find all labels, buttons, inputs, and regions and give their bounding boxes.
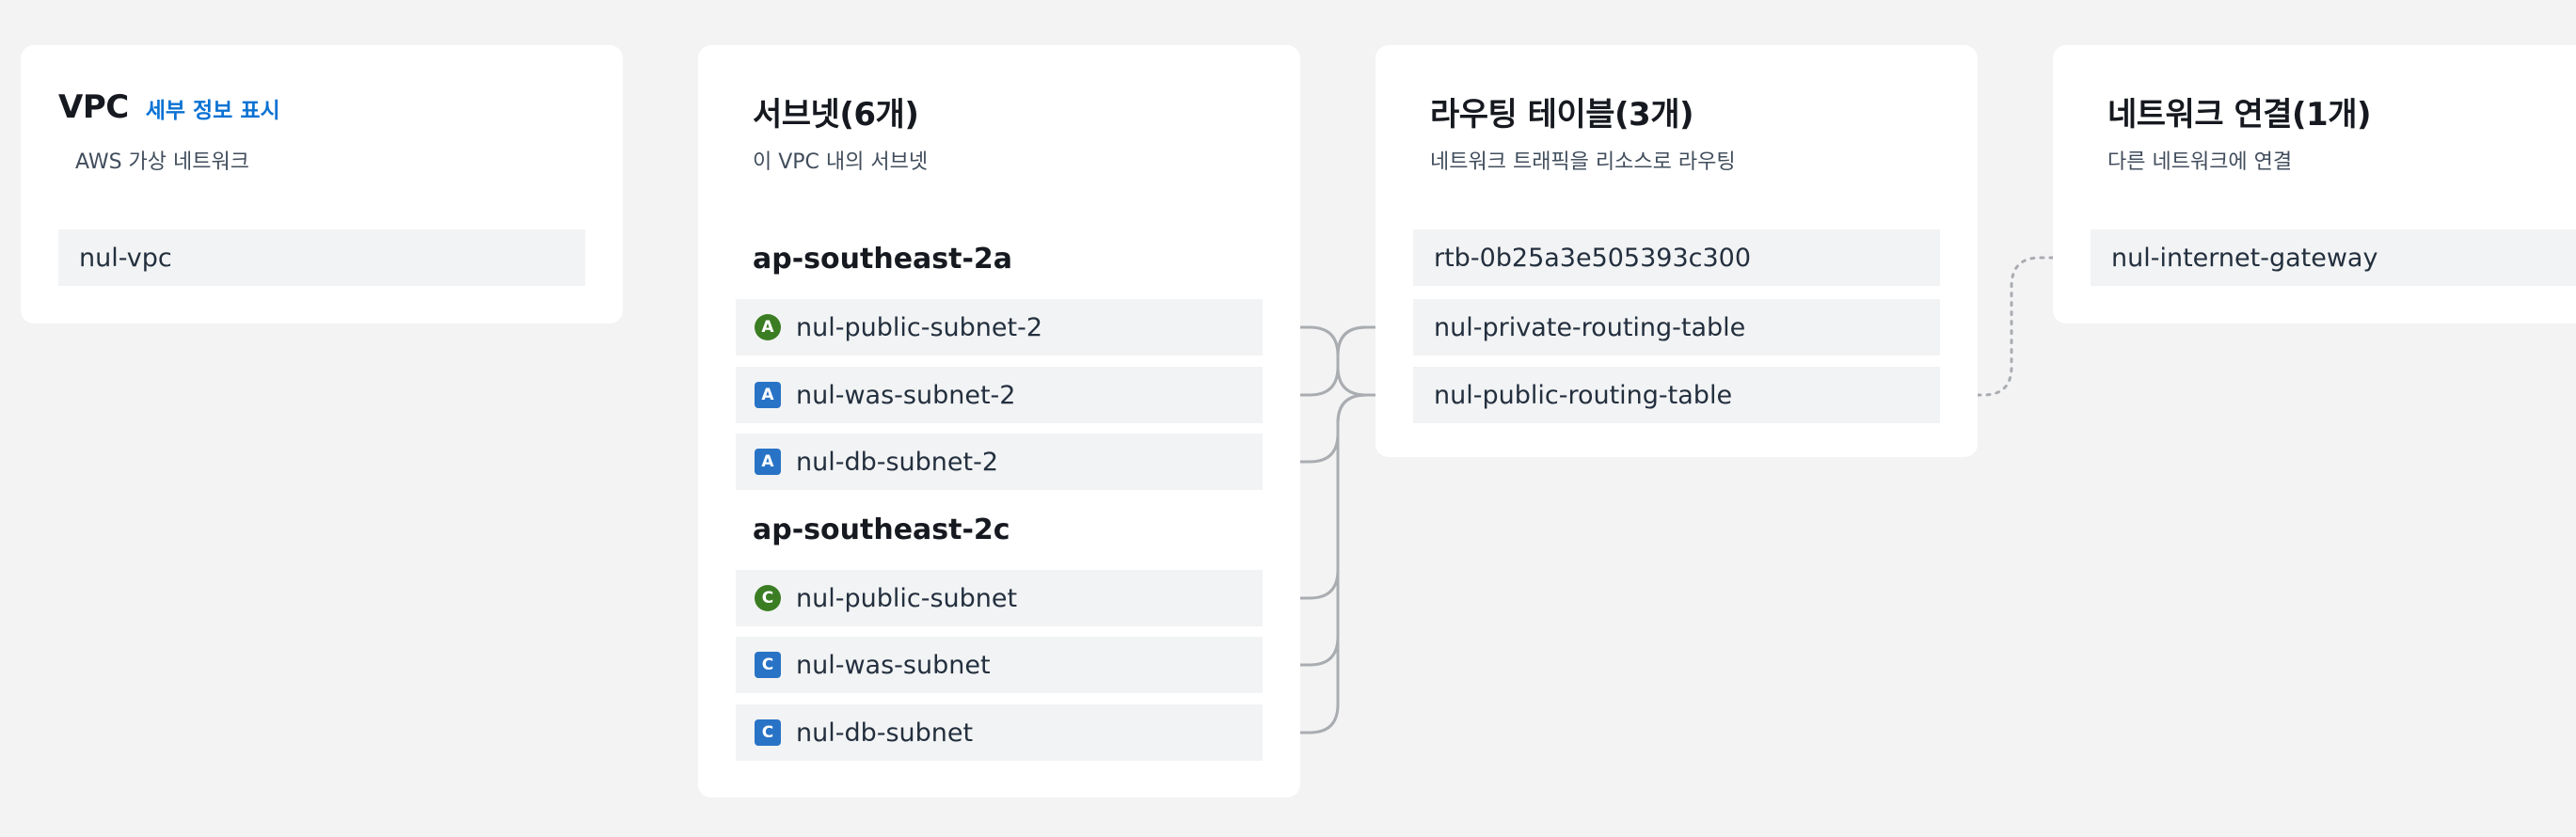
subnet-item[interactable]: A nul-db-subnet-2	[736, 434, 1263, 490]
network-connections-subtitle: 다른 네트워크에 연결	[2107, 150, 2293, 174]
subnet-name: nul-public-subnet	[796, 583, 1018, 613]
subnet-item[interactable]: C nul-db-subnet	[736, 704, 1263, 761]
route-table-item[interactable]: rtb-0b25a3e505393c300	[1413, 229, 1940, 286]
internet-gateway-item[interactable]: nul-internet-gateway	[2091, 229, 2576, 286]
network-connections-title: 네트워크 연결(1개)	[2107, 96, 2372, 134]
private-subnet-badge-icon: C	[755, 652, 781, 678]
az-group-title: ap-southeast-2c	[753, 513, 1010, 546]
subnet-name: nul-was-subnet	[796, 650, 991, 680]
private-subnet-badge-icon: A	[755, 449, 781, 475]
subnet-item[interactable]: C nul-was-subnet	[736, 637, 1263, 693]
public-subnet-badge-icon: A	[755, 314, 781, 340]
connector-subnet-2c-db	[1262, 423, 1340, 734]
vpc-card: VPC 세부 정보 표시 AWS 가상 네트워크 nul-vpc	[21, 45, 623, 324]
private-subnet-badge-icon: A	[755, 382, 781, 408]
subnets-subtitle: 이 VPC 내의 서브넷	[753, 150, 929, 174]
show-details-link[interactable]: 세부 정보 표시	[145, 99, 280, 123]
subnet-item[interactable]: A nul-was-subnet-2	[736, 367, 1263, 423]
subnets-card: 서브넷(6개) 이 VPC 내의 서브넷 ap-southeast-2a A n…	[698, 45, 1300, 798]
az-group-title: ap-southeast-2a	[753, 243, 1013, 276]
subnet-item[interactable]: A nul-public-subnet-2	[736, 299, 1263, 355]
subnet-name: nul-db-subnet	[796, 718, 974, 748]
route-tables-title: 라우팅 테이블(3개)	[1430, 96, 1694, 134]
subnet-name: nul-public-subnet-2	[796, 312, 1042, 342]
vpc-title: VPC	[58, 88, 129, 126]
vpc-item[interactable]: nul-vpc	[58, 229, 585, 286]
subnets-title: 서브넷(6개)	[753, 96, 919, 134]
route-table-item[interactable]: nul-private-routing-table	[1413, 299, 1940, 355]
vpc-subtitle: AWS 가상 네트워크	[75, 150, 249, 174]
private-subnet-badge-icon: C	[755, 719, 781, 746]
network-connections-card: 네트워크 연결(1개) 다른 네트워크에 연결 nul-internet-gat…	[2053, 45, 2576, 324]
connector-private-branch	[1336, 325, 1367, 356]
route-tables-subtitle: 네트워크 트래픽을 리소스로 라우팅	[1430, 150, 1736, 174]
subnet-name: nul-was-subnet-2	[796, 380, 1016, 410]
subnet-item[interactable]: C nul-public-subnet	[736, 570, 1263, 626]
route-table-item[interactable]: nul-public-routing-table	[1413, 367, 1940, 423]
public-subnet-badge-icon: C	[755, 585, 781, 611]
route-tables-card: 라우팅 테이블(3개) 네트워크 트래픽을 리소스로 라우팅 rtb-0b25a…	[1375, 45, 1978, 457]
subnet-name: nul-db-subnet-2	[796, 447, 999, 477]
